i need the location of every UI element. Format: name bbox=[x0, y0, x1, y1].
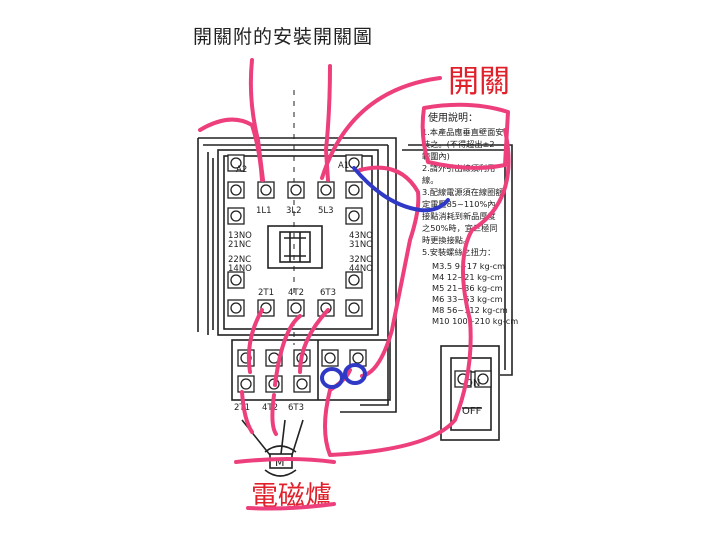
aux-label-left-0: 13NO bbox=[228, 231, 252, 241]
handdrawn-pink-wires bbox=[198, 58, 511, 511]
terminal-screw-20 bbox=[352, 352, 364, 364]
terminal-label-a1: A1 bbox=[338, 161, 349, 171]
terminal-label-2t1: 2T1 bbox=[258, 288, 274, 298]
t2-wire-stroke bbox=[273, 314, 302, 387]
torque-row-1: M4 12~21 kg-cm bbox=[432, 272, 503, 282]
terminal-screw-3 bbox=[290, 184, 302, 196]
torque-row-2: M5 21~36 kg-cm bbox=[432, 283, 503, 293]
torque-row-0: M3.5 9~17 kg-cm bbox=[432, 261, 505, 271]
terminal-box-0 bbox=[227, 154, 245, 172]
instruction-line-8: 之50%時，宜三極同 bbox=[422, 223, 498, 233]
terminal-screw-2 bbox=[260, 184, 272, 196]
terminal-screw-8 bbox=[348, 210, 360, 222]
terminal-screw-23 bbox=[296, 378, 308, 390]
terminal-label-6t3: 6T3 bbox=[320, 288, 336, 298]
terminal-box-25 bbox=[474, 370, 492, 388]
terminal-box-23 bbox=[293, 375, 311, 393]
instruction-line-9: 時更換接點。 bbox=[422, 235, 471, 245]
instruction-line-10: 5.安裝螺絲之扭力： bbox=[422, 247, 495, 257]
instructions-panel: 使用說明： 1.本產品應垂直壁面安 裝之。(不得超出±2 範圍內) 2.請外引出… bbox=[422, 111, 518, 326]
terminal-box-3 bbox=[287, 181, 305, 199]
terminal-screw-21 bbox=[240, 378, 252, 390]
motor-label: M bbox=[275, 456, 285, 469]
terminal-screw-16 bbox=[240, 352, 252, 364]
terminal-box-9 bbox=[227, 271, 245, 289]
terminal-label-5l3: 5L3 bbox=[318, 206, 334, 216]
terminal-box-7 bbox=[227, 207, 245, 225]
terminal-screw-5 bbox=[230, 184, 242, 196]
a1-wire-stroke bbox=[358, 165, 421, 378]
instruction-line-2: 範圍內) bbox=[422, 151, 450, 161]
t3-wire-stroke bbox=[298, 308, 330, 374]
switch-annotation: 開關 bbox=[448, 64, 510, 100]
terminal-box-2 bbox=[257, 181, 275, 199]
terminal-box-13 bbox=[317, 299, 335, 317]
l1-feed-stroke bbox=[248, 58, 265, 182]
aux-label-right-2: 32NC bbox=[349, 255, 372, 265]
switch-wire-stroke bbox=[323, 128, 511, 457]
terminal-box-8 bbox=[345, 207, 363, 225]
torque-row-4: M8 56~112 kg-cm bbox=[432, 305, 508, 315]
overload-label-2: 6T3 bbox=[288, 403, 304, 413]
aux-label-left-1: 21NC bbox=[228, 240, 251, 250]
aux-label-right-3: 44NO bbox=[349, 264, 373, 274]
terminal-screw-6 bbox=[348, 184, 360, 196]
terminal-box-21 bbox=[237, 375, 255, 393]
instruction-line-6: 定電壓85~110%內 bbox=[422, 199, 495, 209]
a1-bridge-stroke bbox=[352, 166, 450, 213]
t1-wire-stroke bbox=[246, 308, 264, 374]
diagram-title: 開關附的安裝開關圖 bbox=[193, 26, 374, 48]
terminal-screw-4 bbox=[320, 184, 332, 196]
terminal-screw-0 bbox=[230, 157, 242, 169]
terminal-screw-19 bbox=[324, 352, 336, 364]
overload-ring-1 bbox=[320, 367, 344, 389]
terminal-box-15 bbox=[345, 299, 363, 317]
terminal-screw-11 bbox=[260, 302, 272, 314]
handdrawn-blue-marks bbox=[320, 166, 450, 389]
terminal-label-3l2: 3L2 bbox=[286, 206, 302, 216]
out-wire-stroke bbox=[240, 390, 278, 436]
aux-label-right-0: 43NO bbox=[349, 231, 373, 241]
switch-off-label: OFF bbox=[462, 406, 482, 417]
terminal-box-14 bbox=[227, 299, 245, 317]
aux-label-left-3: 14NO bbox=[228, 264, 252, 274]
instruction-line-4: 線。 bbox=[422, 175, 438, 185]
instruction-line-7: 接點消耗到新品厚度 bbox=[422, 211, 496, 221]
terminal-box-5 bbox=[227, 181, 245, 199]
terminal-box-10 bbox=[345, 271, 363, 289]
terminal-screw-12 bbox=[290, 302, 302, 314]
terminal-screw-14 bbox=[230, 302, 242, 314]
l3-feed-stroke bbox=[324, 64, 332, 182]
instruction-line-0: 1.本產品應垂直壁面安 bbox=[422, 127, 504, 137]
terminal-label-a2: A2 bbox=[236, 165, 247, 175]
terminal-box-6 bbox=[345, 181, 363, 199]
terminal-labels: A2 A1 1L1 3L2 5L3 13NO 21NC 22NC 14NO 43… bbox=[228, 161, 482, 469]
terminal-label-1l1: 1L1 bbox=[256, 206, 272, 216]
aux-label-right-1: 31NC bbox=[349, 240, 372, 250]
switch-on-label: ON bbox=[465, 378, 480, 389]
terminal-screw-25 bbox=[477, 373, 489, 385]
terminal-screw-9 bbox=[230, 274, 242, 286]
torque-row-5: M10 100~210 kg-cm bbox=[432, 316, 518, 326]
instruction-line-1: 裝之。(不得超出±2 bbox=[422, 139, 495, 149]
overload-label-1: 4T2 bbox=[262, 403, 278, 413]
instruction-line-5: 3.配線電源須在線圈額 bbox=[422, 187, 504, 197]
terminal-label-4t2: 4T2 bbox=[288, 288, 304, 298]
overload-ring-2 bbox=[343, 363, 367, 385]
terminal-screw-10 bbox=[348, 274, 360, 286]
terminal-box-12 bbox=[287, 299, 305, 317]
terminal-screw-7 bbox=[230, 210, 242, 222]
terminal-box-19 bbox=[321, 349, 339, 367]
cooker-box-stroke bbox=[234, 457, 336, 511]
terminal-box-4 bbox=[317, 181, 335, 199]
terminal-screw-15 bbox=[348, 302, 360, 314]
switch-circle-stroke bbox=[420, 102, 510, 170]
loop-stroke bbox=[320, 76, 442, 180]
contactor-schematic bbox=[197, 90, 513, 477]
instructions-heading: 使用說明： bbox=[428, 111, 478, 124]
aux-label-left-2: 22NC bbox=[228, 255, 251, 265]
